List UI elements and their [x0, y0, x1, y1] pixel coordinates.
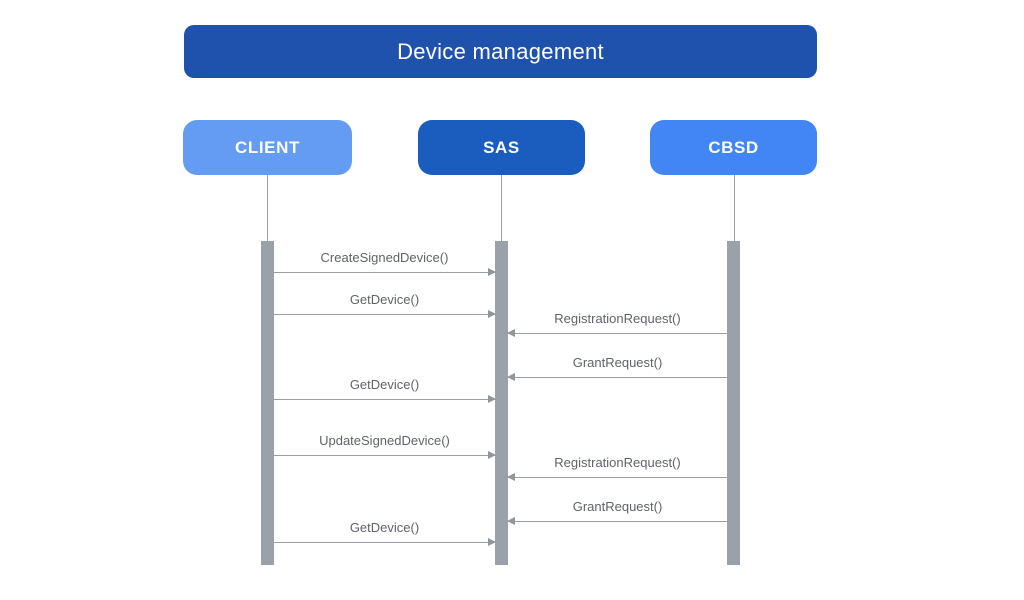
arrow-right-icon — [274, 537, 496, 546]
message-get-device-1: GetDevice() — [274, 292, 496, 318]
lifeline-sas — [501, 175, 502, 241]
diagram-title-banner: Device management — [184, 25, 817, 78]
arrow-left-icon — [507, 472, 727, 481]
message-grant-request-2: GrantRequest() — [507, 499, 727, 525]
message-label: GetDevice() — [349, 377, 420, 392]
arrowhead-icon — [488, 267, 496, 276]
message-label: CreateSignedDevice() — [320, 250, 449, 265]
actor-cbsd-label: CBSD — [708, 137, 759, 157]
actor-cbsd: CBSD — [650, 120, 817, 175]
message-label: RegistrationRequest() — [554, 311, 681, 326]
message-label: GetDevice() — [349, 520, 420, 535]
arrow-left-icon — [507, 516, 727, 525]
actor-sas: SAS — [418, 120, 585, 175]
message-get-device-3: GetDevice() — [274, 520, 496, 546]
message-registration-request-1: RegistrationRequest() — [507, 311, 727, 337]
activation-bar-sas — [495, 241, 508, 565]
arrowhead-icon — [488, 450, 496, 459]
arrow-right-icon — [274, 394, 496, 403]
message-label: GrantRequest() — [572, 499, 663, 514]
actor-client: CLIENT — [183, 120, 352, 175]
arrowhead-icon — [488, 394, 496, 403]
message-create-signed-device: CreateSignedDevice() — [274, 250, 496, 276]
arrowhead-icon — [507, 516, 515, 525]
activation-bar-client — [261, 241, 274, 565]
diagram-title: Device management — [397, 38, 604, 64]
arrowhead-icon — [507, 472, 515, 481]
message-get-device-2: GetDevice() — [274, 377, 496, 403]
arrow-right-icon — [274, 267, 496, 276]
lifeline-cbsd — [734, 175, 735, 241]
arrow-left-icon — [507, 372, 727, 381]
arrow-left-icon — [507, 328, 727, 337]
arrowhead-icon — [507, 328, 515, 337]
actor-client-label: CLIENT — [235, 137, 300, 157]
message-update-signed-device: UpdateSignedDevice() — [274, 433, 496, 459]
activation-bar-cbsd — [727, 241, 740, 565]
message-registration-request-2: RegistrationRequest() — [507, 455, 727, 481]
arrow-right-icon — [274, 450, 496, 459]
message-label: RegistrationRequest() — [554, 455, 681, 470]
arrowhead-icon — [507, 372, 515, 381]
message-label: UpdateSignedDevice() — [319, 433, 450, 448]
message-label: GetDevice() — [349, 292, 420, 307]
arrowhead-icon — [488, 309, 496, 318]
lifeline-client — [267, 175, 268, 241]
actor-sas-label: SAS — [483, 137, 520, 157]
message-grant-request-1: GrantRequest() — [507, 355, 727, 381]
message-label: GrantRequest() — [572, 355, 663, 370]
arrowhead-icon — [488, 537, 496, 546]
arrow-right-icon — [274, 309, 496, 318]
